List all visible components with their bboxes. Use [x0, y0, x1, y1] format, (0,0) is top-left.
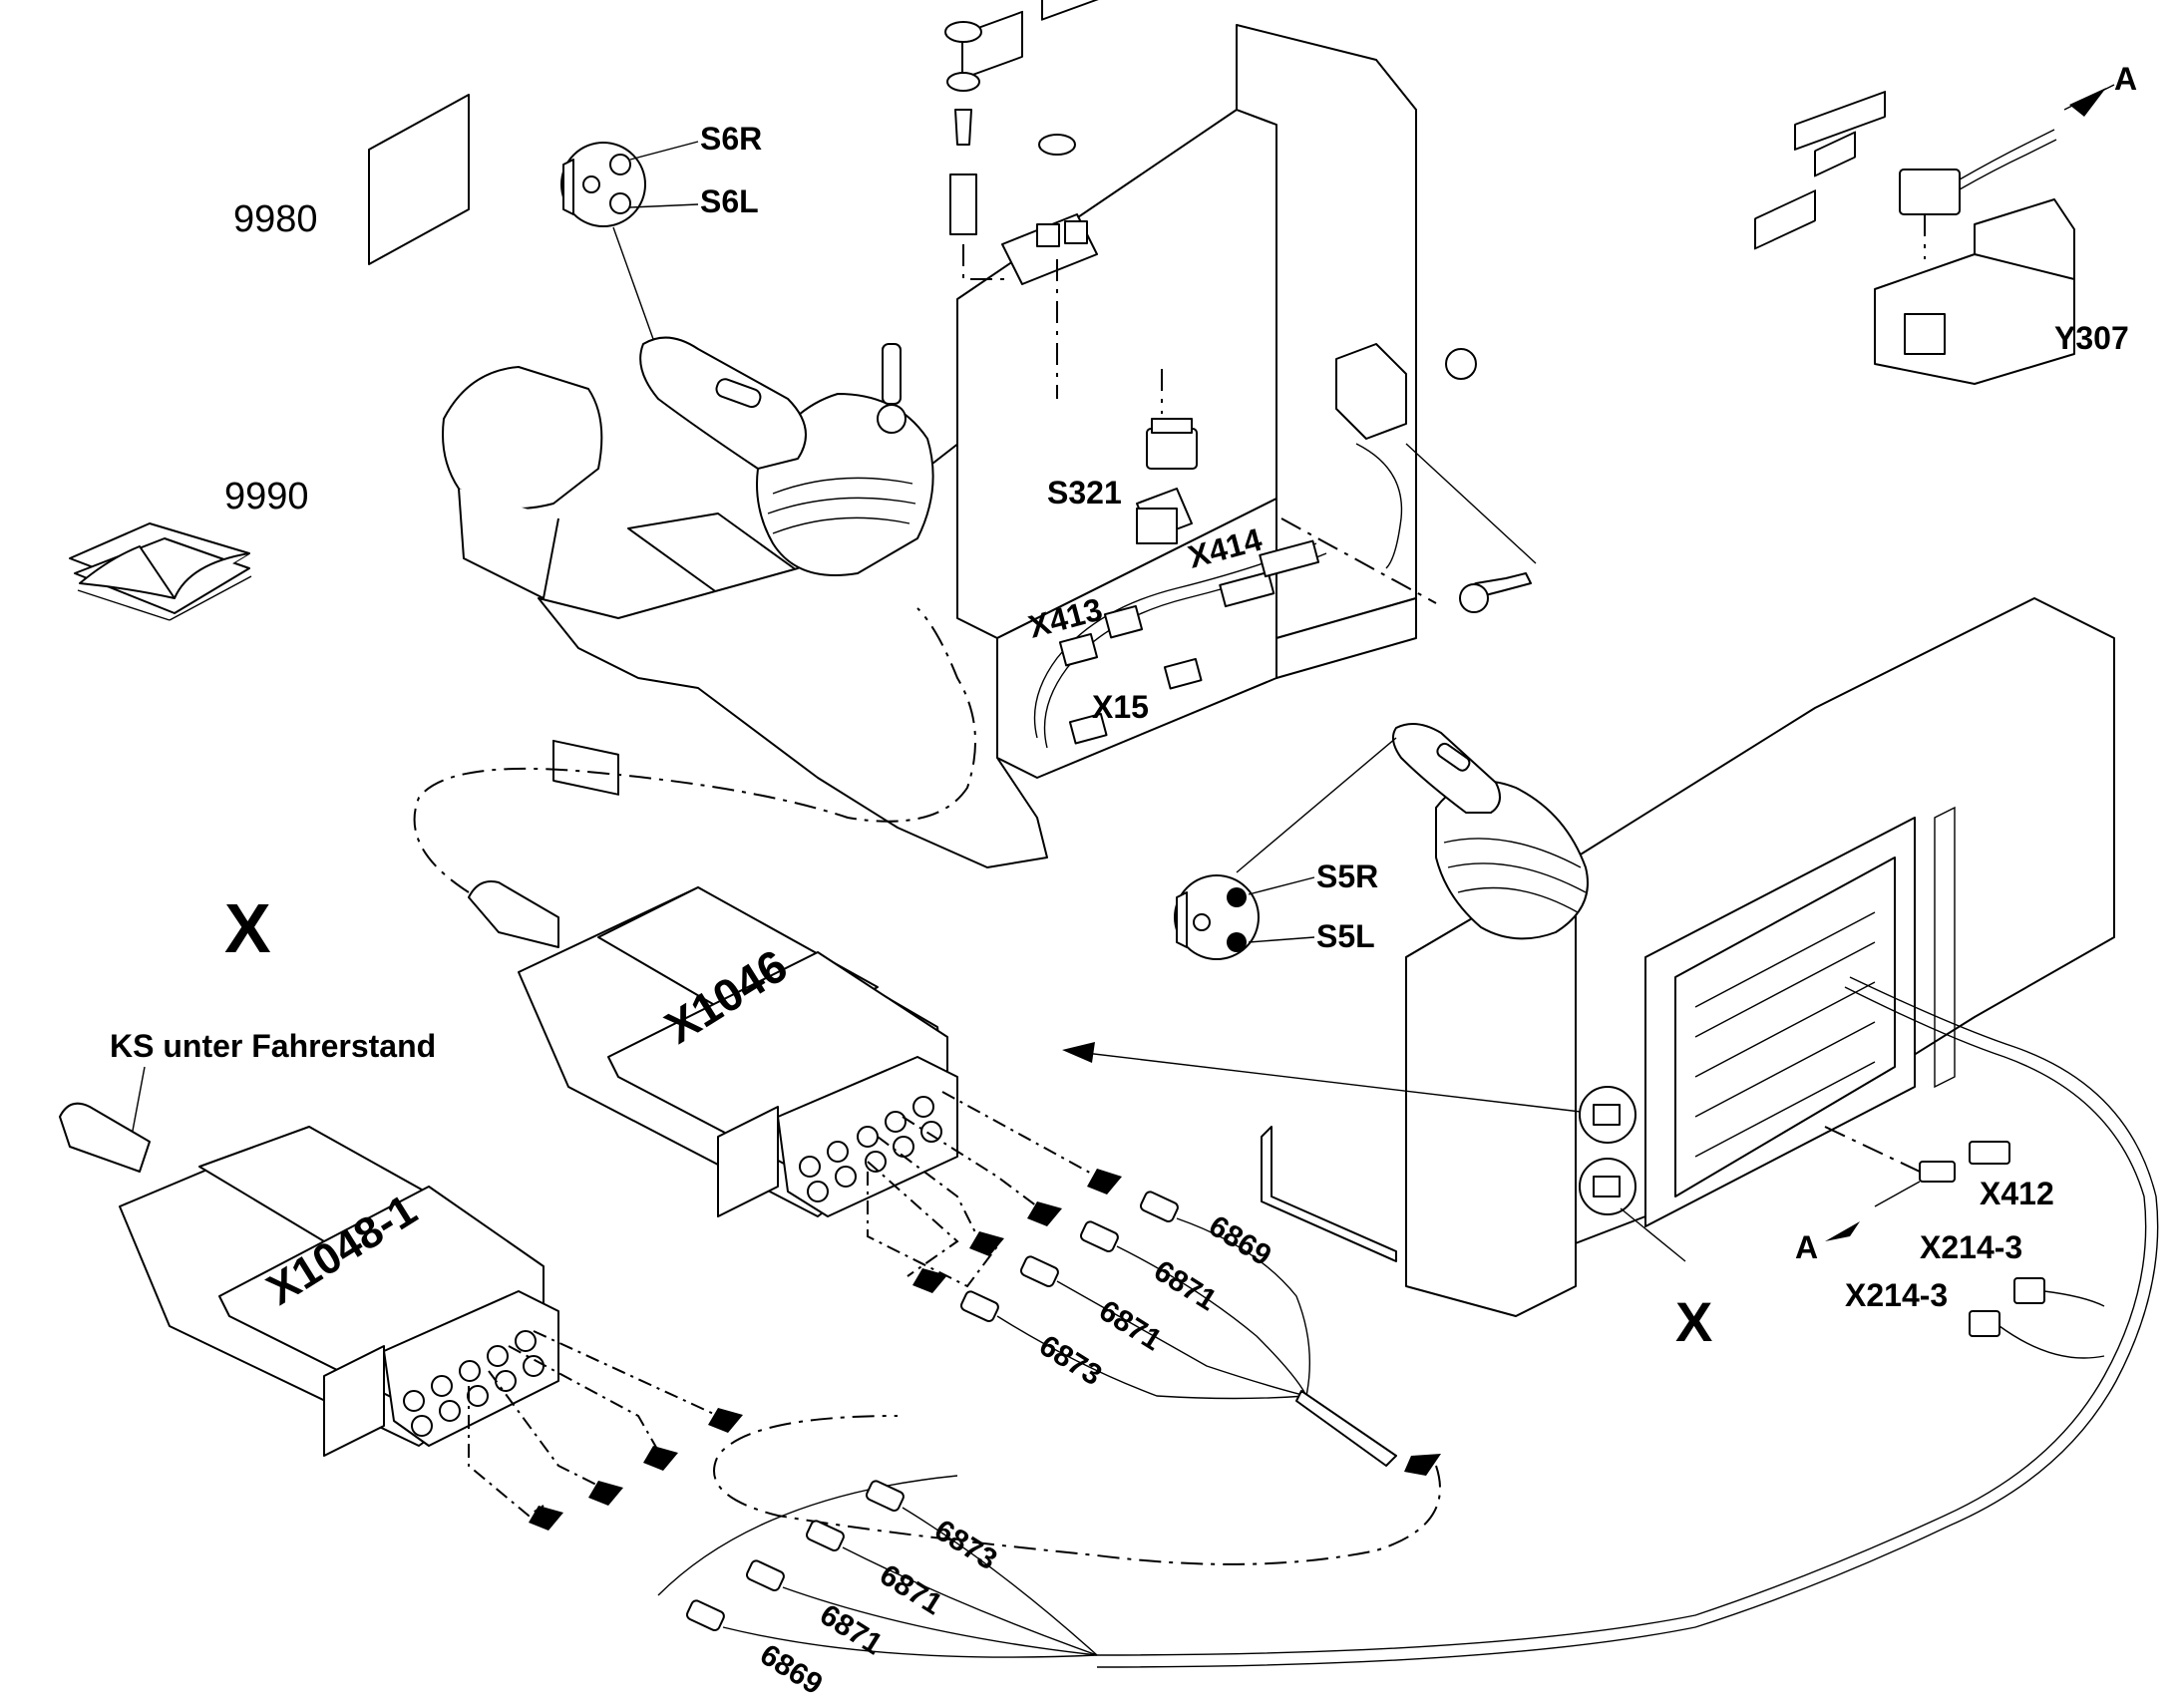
pointer-line: [1076, 1051, 1582, 1113]
a-top-label: A: [2114, 61, 2137, 97]
a-bottom-arrow: [1825, 1221, 1860, 1241]
x412-label: X412: [1980, 1176, 2054, 1211]
doc-9980-label: 9980: [233, 198, 318, 240]
rear-harness: [1096, 976, 2159, 1668]
pin-lower-4: 6869: [754, 1638, 828, 1701]
x1046-connector: [468, 880, 958, 1217]
relay-and-screw: [1280, 343, 1537, 613]
lower-right-console: [1261, 91, 2115, 1317]
x214-3-label-a: X214-3: [1920, 1229, 2022, 1265]
s5l-label: S5L: [1316, 918, 1375, 954]
y307-valve-icon: [1874, 129, 2075, 385]
x-left-label: X: [224, 889, 271, 967]
pin-lower-1: 6873: [928, 1514, 1002, 1576]
x-right-label: X: [1675, 1290, 1712, 1353]
x1046-cable: [413, 607, 976, 893]
pin-upper-4: 6873: [1033, 1329, 1107, 1392]
indicator-parts: [944, 21, 1098, 399]
s6-switch-icon: [560, 142, 646, 227]
s321-label: S321: [1047, 475, 1122, 511]
x1046-pin-wires: [867, 1091, 1441, 1476]
a-top-arrow: [2069, 88, 2106, 117]
s5-switch-icon: [1174, 874, 1260, 960]
pin-upper-2: 6871: [1148, 1254, 1222, 1317]
circuit-board: [1694, 131, 1876, 1158]
x1048-1-pin-wires: [468, 1330, 1441, 1658]
y307-label: Y307: [2054, 320, 2129, 356]
s6r-label: S6R: [700, 121, 762, 157]
ks-label: KS unter Fahrerstand: [110, 1028, 436, 1064]
x1048-1-connector: [59, 1102, 559, 1457]
s5r-label: S5R: [1316, 858, 1378, 894]
a-bottom-label: A: [1795, 1229, 1818, 1265]
x214-3-label-b: X214-3: [1845, 1277, 1948, 1313]
manual-book-icon: [69, 522, 252, 621]
upper-control-console: [442, 0, 1417, 868]
pin-upper-1: 6869: [1203, 1209, 1276, 1272]
console-harness: [1033, 508, 1327, 749]
s6l-label: S6L: [700, 183, 759, 219]
document-sheet-icon: [368, 94, 470, 265]
pin-upper-3: 6871: [1093, 1294, 1167, 1357]
doc-9990-label: 9990: [224, 476, 309, 517]
pin-lower-2: 6871: [874, 1558, 947, 1621]
x15-label: X15: [1092, 689, 1149, 725]
pointer-arrowhead: [1062, 1042, 1095, 1063]
